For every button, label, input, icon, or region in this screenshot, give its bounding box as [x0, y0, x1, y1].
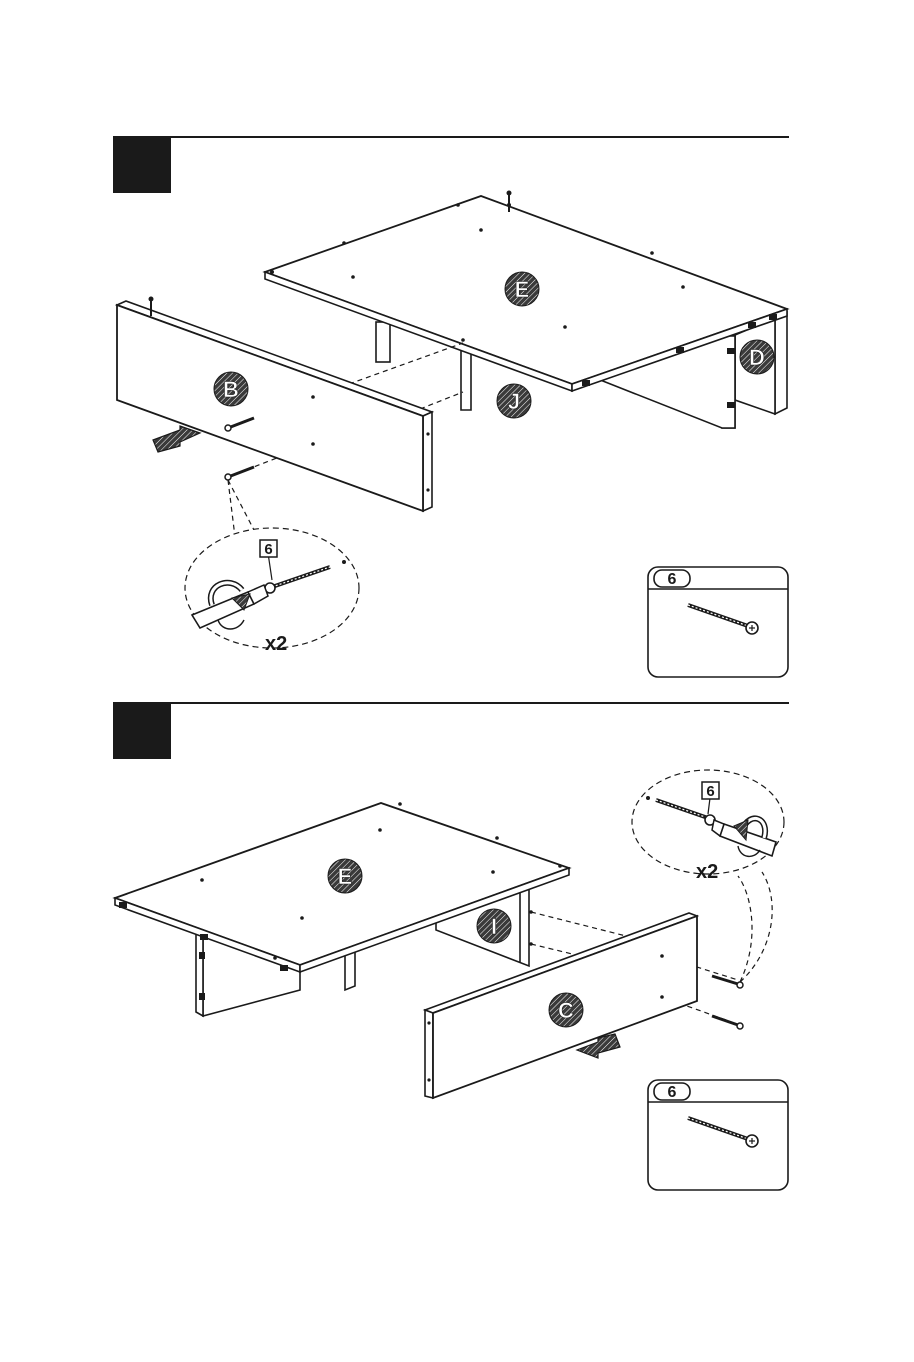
label-b: B [214, 372, 248, 406]
svg-text:x2: x2 [265, 633, 287, 655]
svg-text:B: B [223, 377, 239, 402]
svg-text:D: D [749, 345, 765, 370]
label-c: C [549, 993, 583, 1027]
svg-text:6: 6 [668, 571, 677, 588]
step-2-illustration: E I C 6 [0, 690, 914, 1362]
svg-text:6: 6 [264, 541, 272, 558]
svg-text:J: J [508, 389, 520, 414]
screw-icon [712, 1016, 743, 1029]
svg-text:6: 6 [668, 1084, 677, 1101]
screw-icon [225, 467, 254, 480]
label-j: J [497, 384, 531, 418]
svg-text:E: E [338, 864, 353, 889]
svg-text:I: I [491, 914, 497, 939]
screw-detail-callout: 6 x2 [185, 480, 359, 655]
label-e: E [505, 272, 539, 306]
arrow-icon [153, 426, 200, 452]
assembly-step-1: E B J D 6 [0, 0, 914, 690]
screw-icon [712, 976, 743, 988]
step-1-illustration: E B J D 6 [0, 0, 914, 690]
assembly-step-2: E I C 6 [0, 690, 914, 1362]
parts-box: 6 [648, 567, 788, 677]
svg-text:6: 6 [706, 783, 714, 800]
label-i: I [477, 909, 511, 943]
svg-text:x2: x2 [696, 861, 718, 883]
label-e: E [328, 859, 362, 893]
svg-text:C: C [558, 998, 574, 1023]
label-d: D [740, 340, 774, 374]
parts-box: 6 [648, 1080, 788, 1190]
svg-text:E: E [515, 277, 530, 302]
